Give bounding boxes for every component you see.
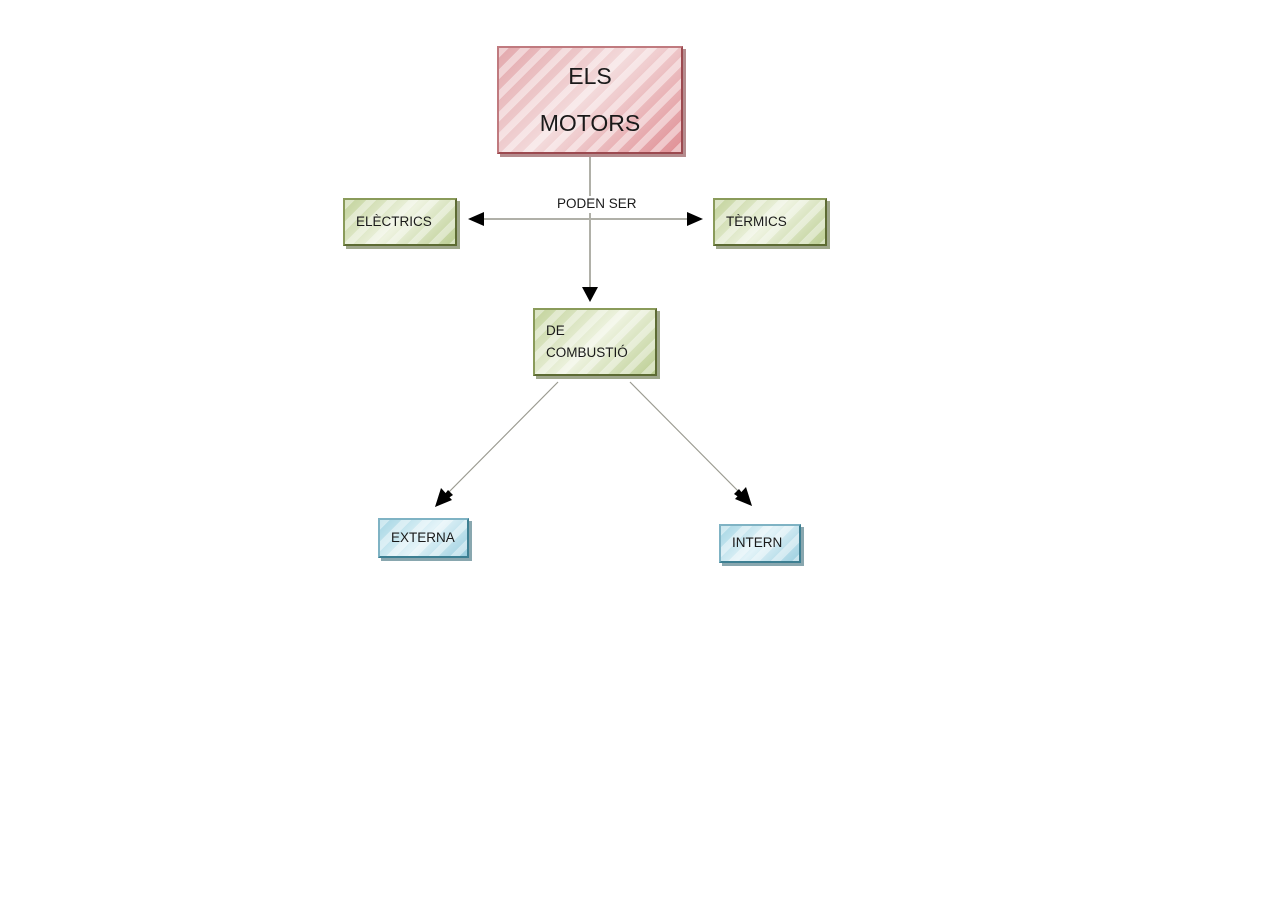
arrowhead-externa-icon-b [435, 488, 452, 507]
node-externa[interactable]: EXTERNA [378, 518, 469, 558]
node-de-combustio-line1: DE [546, 322, 565, 338]
node-els-motors-line1: ELS [568, 63, 612, 90]
node-de-combustio[interactable]: DE COMBUSTIÓ [533, 308, 657, 376]
node-de-combustio-line2: COMBUSTIÓ [546, 344, 628, 360]
node-els-motors-line2: MOTORS [539, 110, 641, 136]
arrowhead-right-icon [687, 212, 703, 226]
edge-label-poden-ser: PODEN SER [557, 196, 637, 211]
node-electrics[interactable]: ELÈCTRICS [343, 198, 457, 246]
node-intern-label: INTERN [732, 535, 783, 551]
node-thermics[interactable]: TÈRMICS [713, 198, 827, 246]
edge-combustio-to-externa [442, 381, 559, 499]
node-externa-label: EXTERNA [391, 529, 455, 545]
arrowhead-left-icon [468, 212, 484, 226]
arrowhead-intern-icon-b [735, 487, 752, 506]
edge-combustio-to-intern [629, 381, 745, 498]
arrowhead-down-icon [582, 287, 598, 302]
node-els-motors[interactable]: ELS MOTORS [497, 46, 683, 154]
node-electrics-label: ELÈCTRICS [356, 213, 432, 229]
node-intern[interactable]: INTERN [719, 524, 801, 563]
node-thermics-label: TÈRMICS [726, 213, 787, 229]
